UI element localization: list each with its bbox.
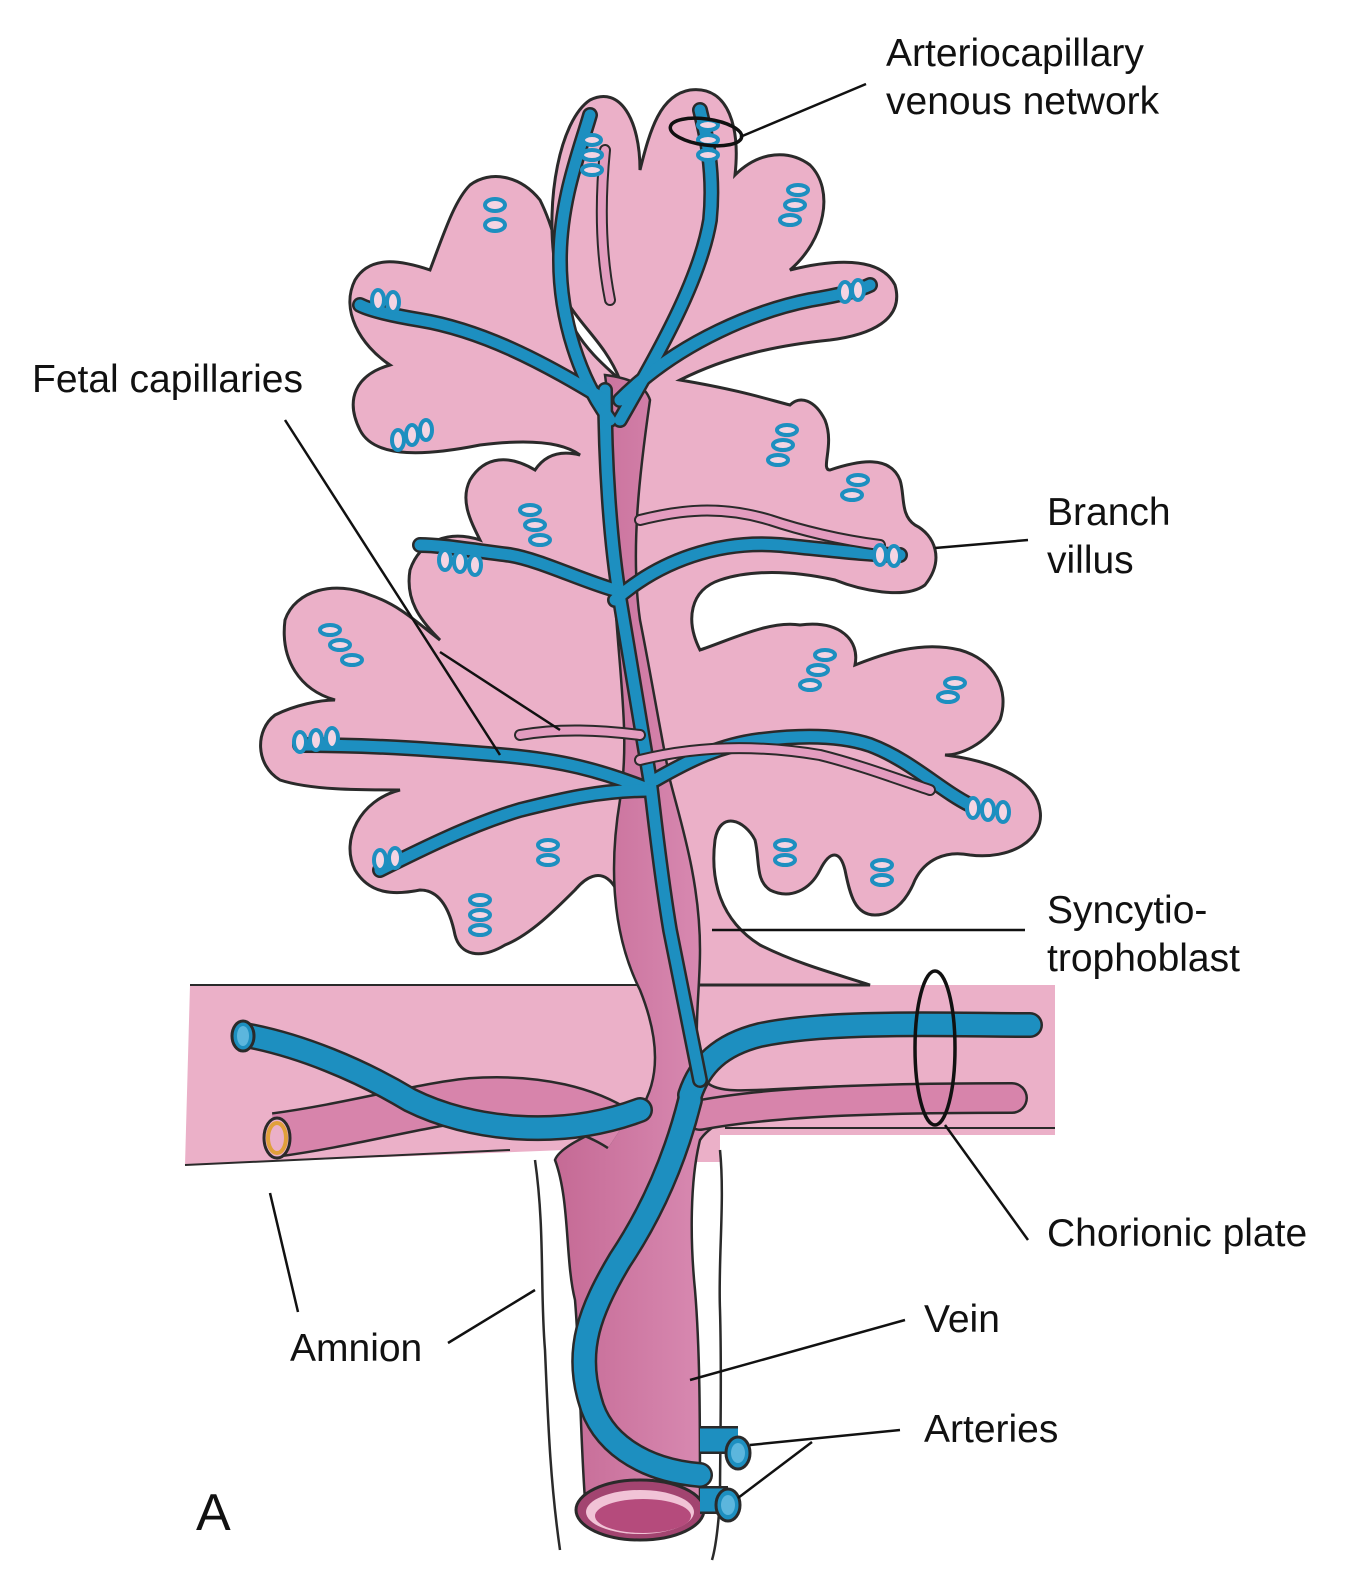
fetal-arterioles bbox=[514, 144, 936, 796]
vein-label: Vein bbox=[924, 1298, 1000, 1341]
branch-villus-label-line2: villus bbox=[1047, 539, 1134, 582]
capillary-loops bbox=[292, 118, 1011, 937]
amnion-envelope bbox=[533, 1149, 724, 1561]
branch-villus-label-line1: Branch bbox=[1047, 491, 1171, 534]
chorionic-plate-label: Chorionic plate bbox=[1047, 1212, 1308, 1255]
arteriocapillary-label-line2: venous network bbox=[886, 80, 1160, 123]
arteriocapillary-label-line1: Arteriocapillary bbox=[886, 32, 1144, 75]
syncytiotrophoblast-label-line1: Syncytio- bbox=[1047, 889, 1208, 932]
fetal-capillaries-label: Fetal capillaries bbox=[32, 358, 303, 401]
stem-villus bbox=[271, 373, 1028, 1542]
syncytiotrophoblast-label-line2: trophoblast bbox=[1047, 937, 1240, 980]
panel-letter: A bbox=[196, 1484, 231, 1542]
leader-lines bbox=[268, 82, 1030, 1499]
arteries-label: Arteries bbox=[924, 1408, 1059, 1451]
amnion-label: Amnion bbox=[290, 1327, 423, 1370]
vessel-cut-ends bbox=[230, 1019, 752, 1523]
